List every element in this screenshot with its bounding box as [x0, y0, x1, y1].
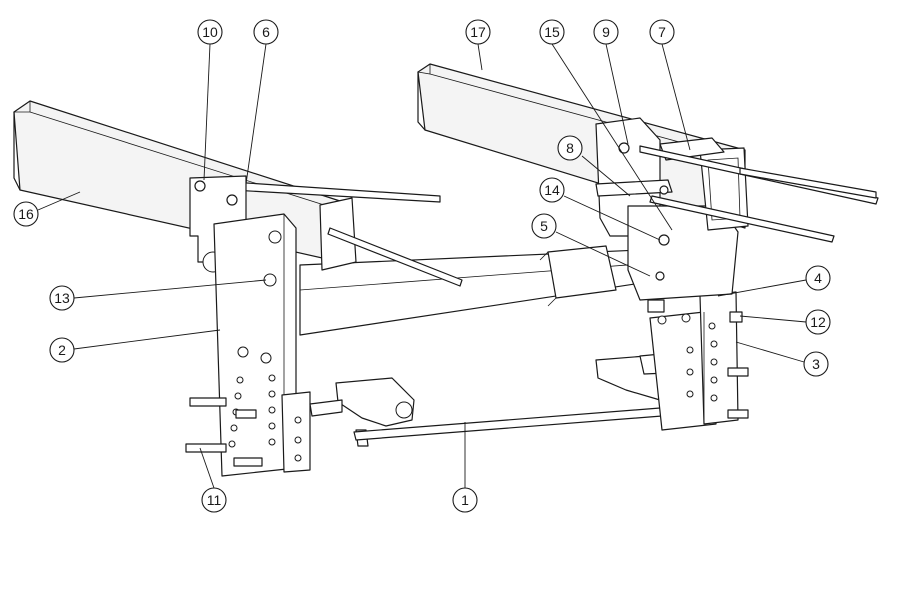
- callout-14: 14: [539, 177, 661, 241]
- svg-text:12: 12: [810, 314, 826, 330]
- callout-15: 15: [539, 19, 673, 231]
- left-strips: [231, 181, 463, 287]
- callout-13: 13: [49, 279, 267, 311]
- left-mount-plate: [189, 175, 311, 477]
- callout-11: 11: [199, 447, 227, 513]
- cross-tube: [299, 197, 649, 336]
- svg-text:10: 10: [202, 24, 218, 40]
- callout-16: 16: [13, 191, 81, 227]
- callout-12: 12: [739, 309, 831, 335]
- svg-text:17: 17: [470, 24, 486, 40]
- svg-text:3: 3: [812, 356, 820, 372]
- callout-4: 4: [717, 265, 831, 297]
- svg-text:1: 1: [461, 492, 469, 508]
- svg-text:7: 7: [658, 24, 666, 40]
- callout-8: 8: [557, 135, 631, 197]
- right-strips: [639, 145, 879, 243]
- svg-text:2: 2: [58, 342, 66, 358]
- svg-text:8: 8: [566, 140, 574, 156]
- callout-7: 7: [649, 19, 691, 151]
- callout-5: 5: [531, 213, 651, 277]
- svg-text:13: 13: [54, 290, 70, 306]
- callout-1: 1: [452, 422, 478, 513]
- callout-9: 9: [593, 19, 629, 145]
- svg-text:4: 4: [814, 270, 822, 286]
- callout-6: 6: [245, 19, 279, 185]
- svg-text:6: 6: [262, 24, 270, 40]
- right-mount-plate: [649, 291, 749, 431]
- left-bolts: [185, 397, 263, 467]
- callout-2: 2: [49, 329, 221, 363]
- callout-3: 3: [735, 341, 829, 377]
- svg-text:14: 14: [544, 182, 560, 198]
- svg-text:15: 15: [544, 24, 560, 40]
- svg-text:11: 11: [207, 492, 222, 508]
- svg-text:16: 16: [18, 206, 34, 222]
- callout-17: 17: [465, 19, 491, 71]
- callout-10: 10: [197, 19, 223, 181]
- svg-text:5: 5: [540, 218, 548, 234]
- svg-text:9: 9: [602, 24, 610, 40]
